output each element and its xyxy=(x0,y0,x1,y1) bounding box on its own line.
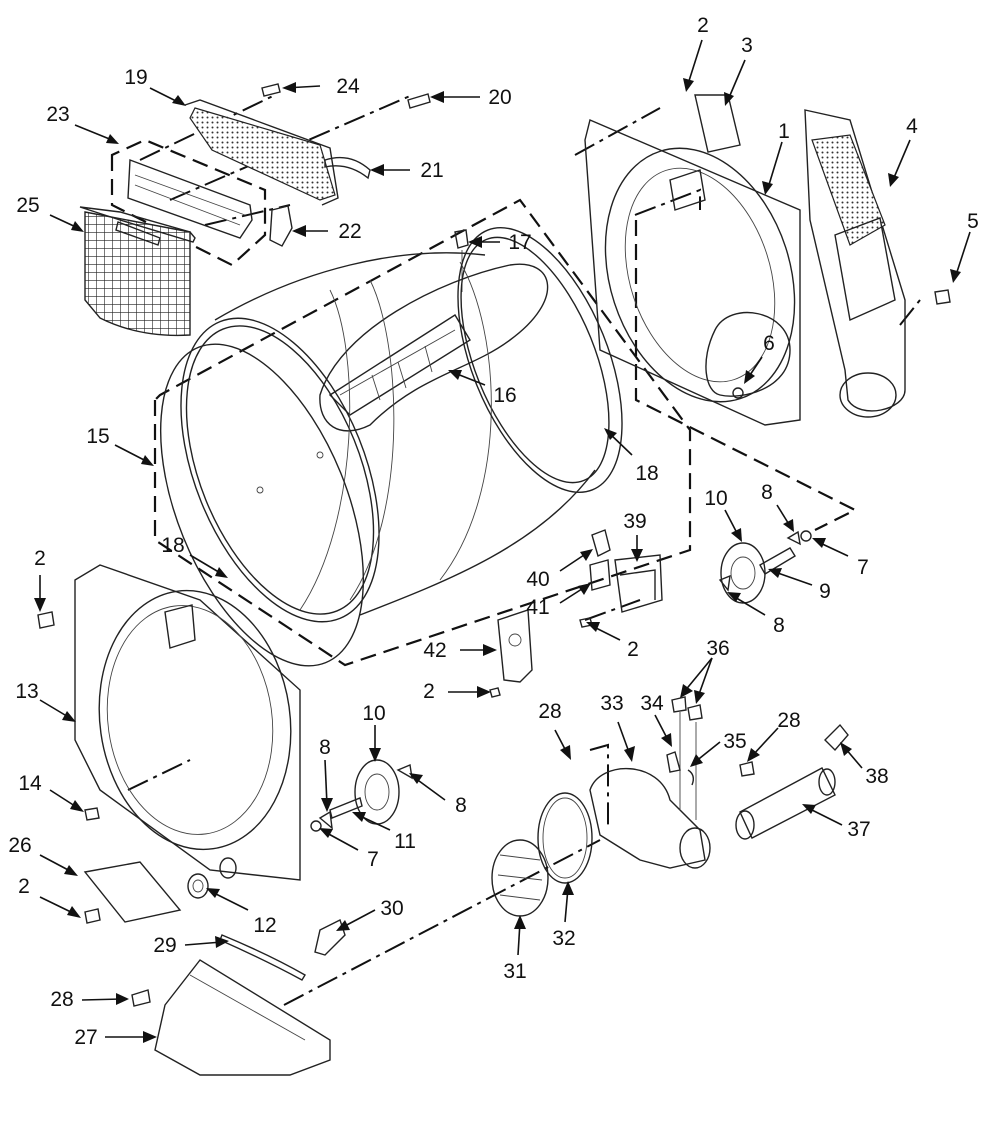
label-18-left: 18 xyxy=(161,534,184,557)
label-22: 22 xyxy=(338,220,361,243)
connect-line-6 xyxy=(899,299,921,326)
label-40: 40 xyxy=(526,568,549,591)
shield-26-part xyxy=(83,861,182,923)
label-23: 23 xyxy=(46,103,69,126)
thermostat-group xyxy=(579,529,663,628)
label-37: 37 xyxy=(847,818,870,841)
label-41: 41 xyxy=(526,596,549,619)
label-28-blower: 28 xyxy=(538,700,561,723)
label-42: 42 xyxy=(423,639,446,662)
misc-screws xyxy=(37,611,101,924)
baffle-part xyxy=(319,229,549,432)
label-39: 39 xyxy=(623,510,646,533)
roller-12-part xyxy=(187,873,209,899)
lint-housing-outline xyxy=(110,138,267,267)
label-8-right-upper: 8 xyxy=(761,481,773,504)
front-bulkhead-part xyxy=(74,564,301,881)
label-27: 27 xyxy=(74,1026,97,1049)
label-7-right: 7 xyxy=(857,556,869,579)
lint-screen-part xyxy=(79,206,196,337)
label-35: 35 xyxy=(723,730,746,753)
rear-bearing-group xyxy=(718,530,812,604)
seal-right-part xyxy=(457,227,623,493)
label-5: 5 xyxy=(967,210,979,233)
label-21: 21 xyxy=(420,159,443,182)
label-2-lower: 2 xyxy=(18,875,30,898)
label-9: 9 xyxy=(819,580,831,603)
label-34: 34 xyxy=(640,692,664,715)
label-8-front-upper: 8 xyxy=(319,736,331,759)
label-12: 12 xyxy=(253,914,276,937)
connect-line-5 xyxy=(634,188,701,216)
label-6: 6 xyxy=(763,332,775,355)
label-32: 32 xyxy=(552,927,575,950)
connect-line-8 xyxy=(283,839,601,1006)
connect-line-10 xyxy=(127,759,191,791)
label-8-front-right: 8 xyxy=(455,794,467,817)
label-30: 30 xyxy=(380,897,403,920)
label-28-right: 28 xyxy=(777,709,800,732)
small-parts-top xyxy=(269,156,371,247)
label-16: 16 xyxy=(493,384,516,407)
label-33: 33 xyxy=(600,692,623,715)
label-14: 14 xyxy=(18,772,42,795)
label-17: 17 xyxy=(508,231,531,254)
label-10-front: 10 xyxy=(362,702,385,725)
label-36: 36 xyxy=(706,637,729,660)
seal-left-part xyxy=(159,343,365,667)
drum-part xyxy=(180,236,610,623)
label-2-left: 2 xyxy=(34,547,46,570)
label-1: 1 xyxy=(778,120,790,143)
grille-part xyxy=(184,99,339,206)
label-29: 29 xyxy=(153,934,176,957)
label-11: 11 xyxy=(394,830,416,853)
screws-top xyxy=(261,83,431,109)
blower-wheel-group xyxy=(491,792,593,917)
connect-line-9 xyxy=(589,743,609,830)
label-13: 13 xyxy=(15,680,38,703)
blower-duct-group xyxy=(131,919,346,1076)
screw-5 xyxy=(934,289,951,305)
connect-line-3 xyxy=(204,204,291,226)
plate-42-part xyxy=(489,609,533,698)
label-26: 26 xyxy=(8,834,31,857)
label-18-right: 18 xyxy=(635,462,658,485)
duct-part xyxy=(804,109,906,418)
connect-line-7 xyxy=(584,599,641,621)
label-19: 19 xyxy=(124,66,147,89)
lint-housing-part xyxy=(127,159,253,239)
label-2-mid: 2 xyxy=(627,638,639,661)
label-25: 25 xyxy=(16,194,39,217)
label-2-center: 2 xyxy=(423,680,435,703)
part-labels: 2 3 1 4 5 6 19 24 20 23 21 25 22 17 16 1… xyxy=(8,14,979,1049)
label-24: 24 xyxy=(336,75,360,98)
label-8-right-lower: 8 xyxy=(773,614,785,637)
label-10-right: 10 xyxy=(704,487,727,510)
label-2-top: 2 xyxy=(697,14,709,37)
label-4: 4 xyxy=(906,115,918,138)
label-15: 15 xyxy=(86,425,109,448)
label-7-front: 7 xyxy=(367,848,379,871)
rear-bulkhead-part xyxy=(584,94,801,426)
drum-group-outline xyxy=(153,198,692,667)
label-3: 3 xyxy=(741,34,753,57)
label-31: 31 xyxy=(503,960,526,983)
rear-bulkhead-connect xyxy=(634,220,858,531)
label-38: 38 xyxy=(865,765,888,788)
blower-housing-group xyxy=(589,696,711,869)
label-20: 20 xyxy=(488,86,511,109)
label-28-lower: 28 xyxy=(50,988,73,1011)
leaders xyxy=(34,39,971,1043)
connect-line-1 xyxy=(139,94,276,161)
exhaust-group xyxy=(735,723,849,840)
